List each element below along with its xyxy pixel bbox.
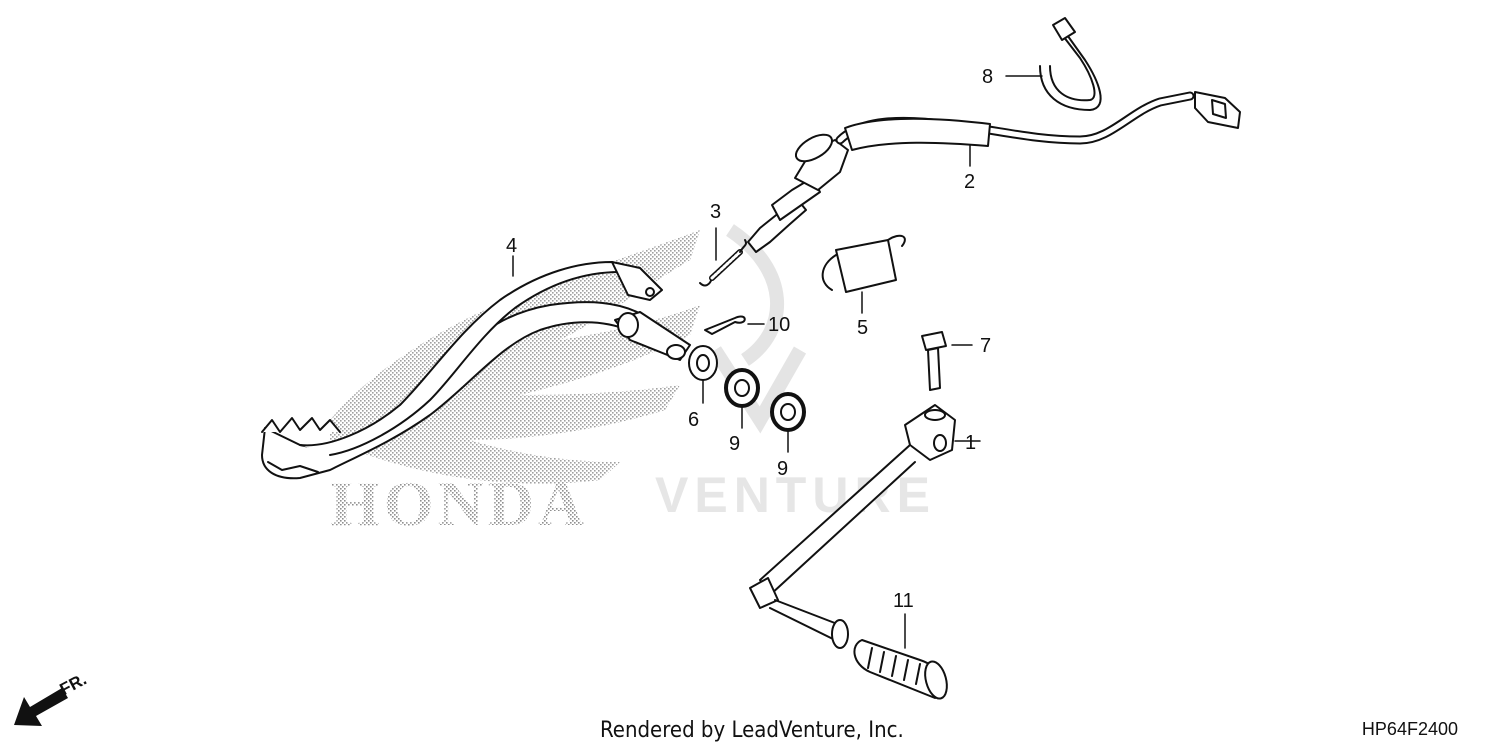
footer-credit: Rendered by LeadVenture, Inc. xyxy=(600,718,904,743)
washer xyxy=(688,345,718,381)
callout-5: 5 xyxy=(857,317,869,339)
honda-word-watermark: HONDA xyxy=(330,468,588,539)
honda-wing-watermark xyxy=(330,230,700,484)
band-tie xyxy=(1039,17,1102,111)
callout-10: 10 xyxy=(768,314,791,336)
callout-1: 1 xyxy=(965,432,977,454)
callout-2: 2 xyxy=(964,171,976,193)
cotter-pin xyxy=(704,315,746,335)
gearshift-pedal xyxy=(749,404,956,649)
callout-3: 3 xyxy=(710,201,722,223)
leader-lines xyxy=(512,75,1043,649)
callout-9-lower: 9 xyxy=(777,458,789,480)
callout-8: 8 xyxy=(982,66,994,88)
brake-light-switch-harness xyxy=(747,91,1241,253)
switch-spring xyxy=(699,239,748,287)
dust-seal-2 xyxy=(770,392,806,432)
callout-6: 6 xyxy=(688,409,700,431)
bolt xyxy=(921,331,947,391)
brake-pedal-arm xyxy=(261,261,691,480)
svg-text:HONDA: HONDA xyxy=(330,468,588,539)
callout-9-upper: 9 xyxy=(729,433,741,455)
diagram-code: HP64F2400 xyxy=(1361,719,1458,739)
callout-4: 4 xyxy=(506,235,518,257)
callout-7: 7 xyxy=(980,335,992,357)
return-spring xyxy=(821,234,906,293)
dust-seal-1 xyxy=(724,368,760,408)
callout-11: 11 xyxy=(893,590,914,612)
front-direction-arrow-icon xyxy=(14,688,68,726)
pedal-rubber xyxy=(853,639,948,700)
